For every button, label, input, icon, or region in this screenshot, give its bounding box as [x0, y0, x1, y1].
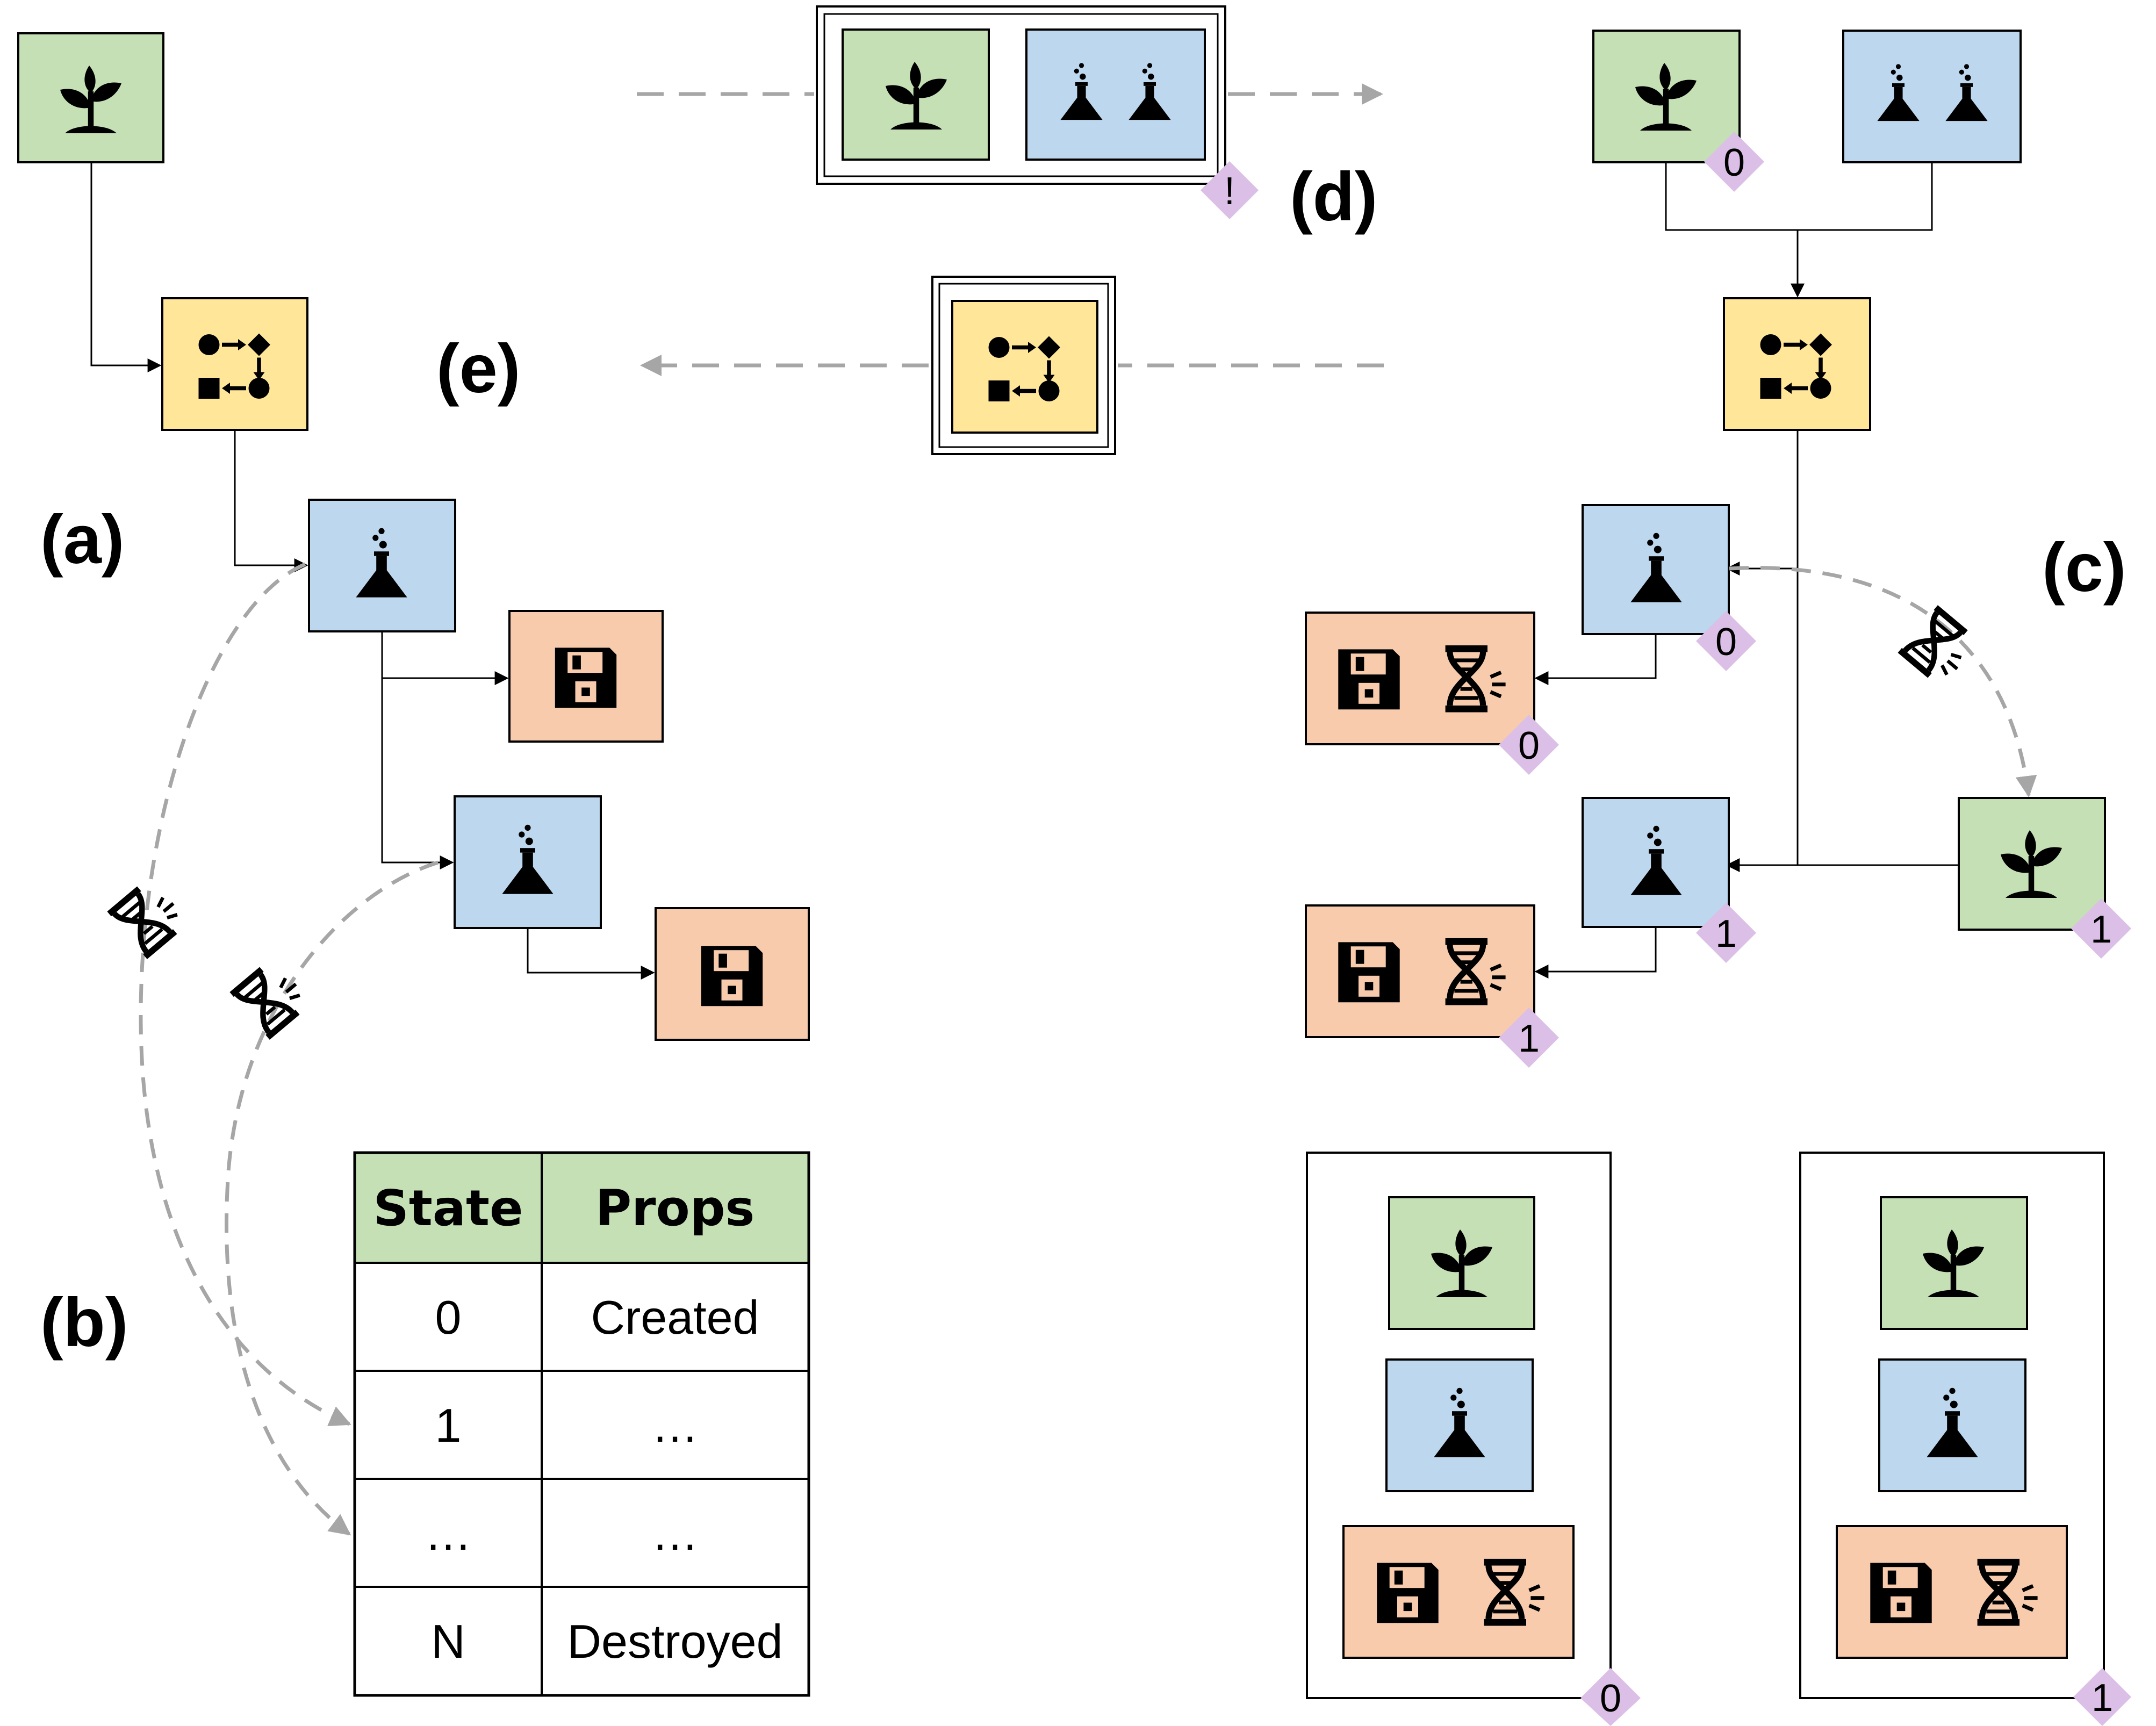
state-badge-text: 0 [1715, 621, 1737, 664]
state-badge-text: 0 [1723, 141, 1745, 184]
table-cell: 0 [435, 1291, 462, 1344]
connector [1534, 634, 1657, 685]
table-cell: Created [591, 1291, 759, 1344]
connector [1665, 162, 1933, 231]
state-badge: 0 [1696, 611, 1756, 671]
state-table: State Props 0 Created 1 … … … N Destroye… [353, 1151, 810, 1697]
state-badge: 0 [1499, 715, 1559, 775]
panel-b: (b) State Props 0 Created 1 … … … N Dest… [40, 1151, 810, 1697]
experiment-node [1842, 30, 2022, 163]
table-cell: N [431, 1615, 465, 1668]
table-cell: … [425, 1507, 472, 1560]
state-badge: 1 [2073, 1668, 2131, 1726]
panel-label-c: (c) [2042, 529, 2126, 606]
plant-node [1958, 797, 2106, 931]
panel-label-a: (a) [40, 501, 124, 578]
dna-icon [229, 956, 312, 1039]
connector [1534, 927, 1657, 979]
floppy-disk-icon [1870, 1563, 1932, 1623]
dashed-arrow [1729, 566, 2037, 797]
state-badge-text: 1 [2090, 908, 2112, 951]
table-cell: … [651, 1507, 699, 1560]
panel-e: (e) [436, 276, 1384, 455]
state-badge-text: 0 [1518, 724, 1540, 767]
experiment-node [1025, 28, 1206, 161]
state-badge: 1 [1696, 903, 1756, 963]
table-header-text: State [373, 1180, 523, 1237]
table-cell: Destroyed [567, 1615, 782, 1668]
panel-a: (a) [17, 32, 810, 1536]
floppy-disk-icon [701, 946, 763, 1006]
workflow-node [161, 297, 308, 431]
state-badge: 0 [1580, 1668, 1641, 1726]
panel-label-b: (b) [40, 1284, 128, 1361]
floppy-disk-icon [1338, 649, 1400, 710]
workflow-node [951, 300, 1098, 434]
state-badge: 0 [1704, 132, 1764, 192]
table-header-text: Props [595, 1180, 755, 1237]
floppy-disk-icon [555, 648, 617, 708]
panel-label-d: (d) [1290, 159, 1377, 235]
snapshot-group-0: 0 [1306, 1152, 1641, 1726]
dna-icon [107, 875, 190, 959]
dashed-arrow [139, 562, 351, 1426]
table-cell: 1 [435, 1399, 462, 1452]
floppy-disk-icon [1338, 942, 1400, 1003]
table-header-state [355, 1153, 542, 1263]
state-badge-text: 1 [1518, 1017, 1540, 1060]
table-header-props [542, 1153, 809, 1263]
state-badge-text: 1 [1715, 912, 1737, 955]
workflow-node [1723, 297, 1871, 431]
snapshot-group-1: 1 [1799, 1152, 2131, 1726]
panel-d: ! (d) [637, 5, 1383, 235]
state-badge-text: 1 [2092, 1677, 2113, 1720]
connector [381, 678, 454, 869]
warning-badge: ! [1201, 161, 1259, 219]
table-cell: … [651, 1399, 699, 1452]
state-badge-text: 0 [1600, 1677, 1621, 1720]
panel-label-e: (e) [436, 330, 520, 407]
dashed-arrow [225, 860, 439, 1536]
panel-c: (c) 0 0 0 [1305, 30, 2131, 1726]
connector [90, 162, 162, 372]
state-badge: 1 [1499, 1008, 1559, 1068]
warning-badge-text: ! [1224, 170, 1235, 213]
state-badge: 1 [2071, 898, 2131, 959]
connector [234, 430, 308, 572]
floppy-disk-icon [1377, 1563, 1439, 1623]
connector [527, 928, 655, 980]
connector [381, 631, 509, 685]
